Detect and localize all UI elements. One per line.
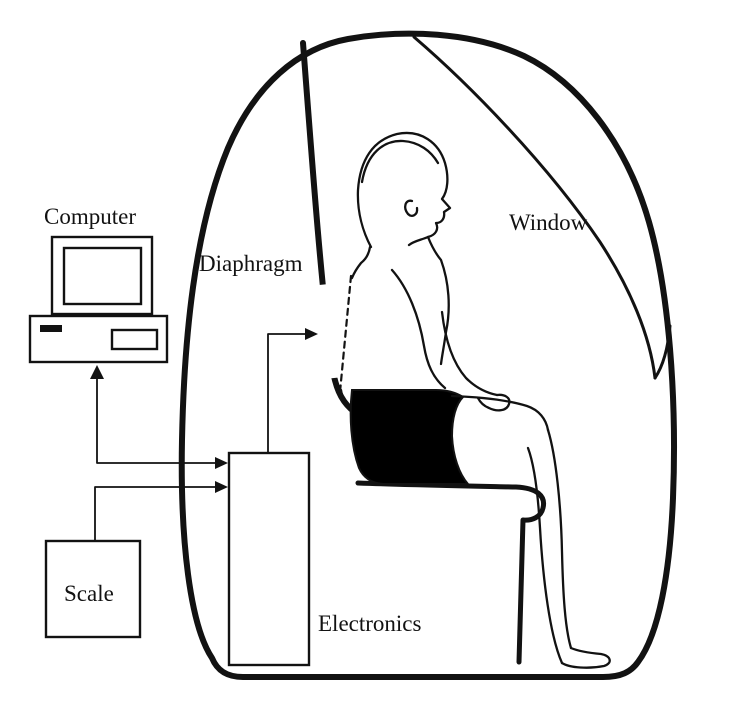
chamber-outline [178, 30, 677, 680]
ear-outline [404, 199, 419, 217]
chamber [178, 30, 677, 680]
hand-outline [476, 393, 511, 412]
monitor-screen [62, 246, 143, 306]
diaphragm-label: Diaphragm [199, 251, 303, 276]
arm-front-edge [440, 310, 499, 397]
hair-line [360, 139, 440, 184]
seated-person [339, 131, 611, 669]
scale-unit [44, 539, 142, 639]
foot-outline [560, 646, 611, 669]
wire-computer-electronics [96, 377, 216, 464]
back-dashed-line [338, 274, 353, 394]
arrow-into-electronics-lower [215, 481, 228, 493]
wire-electronics-diaphragm [267, 333, 306, 454]
arrow-into-computer [90, 365, 104, 379]
diaphragm-plate [319, 282, 354, 379]
computer-label: Computer [44, 204, 136, 229]
window-label: Window [509, 210, 588, 235]
labels: Computer Diaphragm Window Scale Electron… [44, 204, 588, 636]
cpu-box [28, 314, 169, 364]
neck-chest-line [426, 235, 450, 366]
scale-box [44, 539, 142, 639]
electronics-unit [227, 451, 311, 667]
electronics-label: Electronics [318, 611, 422, 636]
window-pane-curve [412, 35, 657, 380]
arrow-into-diaphragm [305, 328, 318, 340]
cpu-drive-bay [110, 328, 159, 351]
head-outline [356, 131, 452, 249]
shorts [349, 389, 471, 485]
cpu-slot [40, 325, 62, 332]
scale-label: Scale [64, 581, 114, 606]
arrow-into-electronics-upper [215, 457, 228, 469]
calf-back-line [526, 446, 564, 665]
wire-scale-electronics [94, 486, 216, 542]
computer-illustration [28, 235, 169, 364]
upper-back-line [350, 245, 372, 280]
shin-line [546, 428, 573, 650]
wiring [90, 328, 318, 542]
arm-back-edge [390, 268, 447, 390]
window-lower-edge [653, 324, 672, 380]
thigh-line [450, 394, 550, 432]
diaphragm-device [319, 274, 354, 394]
electronics-box [227, 451, 311, 667]
